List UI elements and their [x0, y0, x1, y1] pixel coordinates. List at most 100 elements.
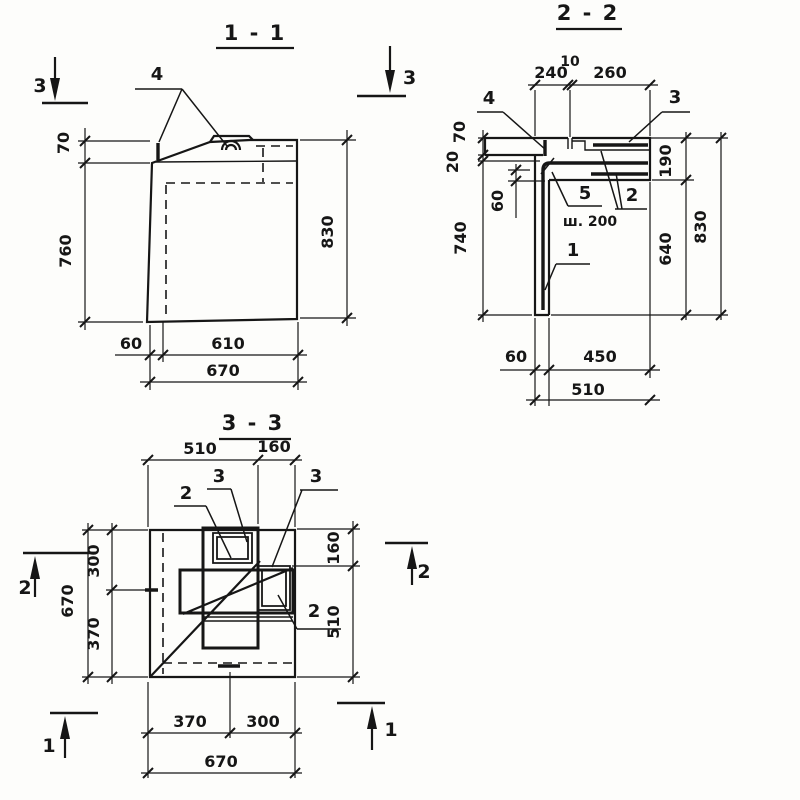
dim-label-510-right: 510 [324, 605, 343, 638]
callout-4: 4 [135, 64, 228, 147]
dimension-ticks [477, 79, 727, 406]
marker-arrowhead-icon [60, 716, 70, 739]
marker-arrowhead-icon [50, 78, 60, 101]
dim-label-510-top: 510 [183, 439, 216, 458]
callout-leader [207, 488, 248, 543]
dim-label-20: 20 [443, 151, 462, 173]
callout-number: 2 [626, 185, 639, 206]
section-marker-1-right: 1 [337, 701, 398, 750]
callout-number: 3 [669, 87, 682, 108]
dim-label-160-right: 160 [324, 531, 343, 564]
extension-lines [78, 139, 356, 390]
rebar-spacing-note: ш. 200 [563, 214, 618, 230]
section-marker-2-right: 2 [385, 541, 431, 585]
section-marker-2-left: 2 [18, 551, 95, 599]
dim-label-760: 760 [56, 234, 75, 267]
dimension-lines [84, 128, 348, 383]
section-title: 2 - 2 [557, 1, 620, 25]
dim-label-10: 10 [560, 54, 580, 70]
callout-leader [271, 489, 338, 568]
dim-label-830: 830 [318, 215, 337, 248]
dim-label-60: 60 [120, 334, 142, 353]
marker-number: 2 [417, 561, 430, 583]
dimension-ticks [79, 134, 353, 388]
dim-label-370-bottom: 370 [173, 712, 206, 731]
slab-step-line [572, 140, 650, 151]
callout-number: 4 [483, 88, 496, 109]
callout-number: 3 [310, 466, 323, 487]
dim-label-70: 70 [450, 121, 469, 143]
extension-lines [82, 465, 360, 778]
hidden-lines [162, 533, 295, 674]
section-marker-3-right: 3 [357, 46, 416, 98]
dim-label-370-left: 370 [84, 617, 103, 650]
callout-2-right: 2 [277, 594, 341, 630]
callout-number: 1 [567, 240, 580, 261]
callout-5: 5 ш. 200 [551, 171, 618, 230]
dim-label-260: 260 [593, 63, 626, 82]
callout-number: 2 [308, 601, 321, 622]
callout-2-left: 2 [174, 483, 232, 559]
dimension-lines [87, 459, 354, 774]
section-title: 3 - 3 [222, 411, 285, 435]
dim-label-60-inner: 60 [488, 190, 507, 212]
dim-label-610: 610 [211, 334, 244, 353]
callout-number: 5 [579, 183, 592, 204]
vertical-pier-outline [201, 526, 260, 650]
base-plan-outline [148, 528, 297, 679]
extension-lines [478, 90, 728, 406]
dim-label-240: 240 [534, 63, 567, 82]
callout-3: 3 [628, 87, 690, 143]
dim-label-190: 190 [656, 144, 675, 177]
dim-label-60: 60 [505, 347, 527, 366]
marker-arrowhead-icon [385, 70, 395, 93]
shelf-outline [483, 136, 568, 157]
section-marker-1-left: 1 [42, 711, 98, 758]
callout-leader [135, 88, 228, 147]
dim-label-300-bottom: 300 [246, 712, 279, 731]
marker-number: 1 [384, 719, 397, 741]
dim-label-450: 450 [583, 347, 616, 366]
dim-label-70: 70 [54, 132, 73, 154]
panel-outline [145, 138, 299, 324]
section-title: 1 - 1 [224, 21, 287, 45]
rebar-horizontal-bars [591, 143, 648, 176]
callout-3-right: 3 [271, 466, 338, 568]
lifting-loop-plinth [209, 134, 254, 143]
callout-4: 4 [477, 88, 547, 151]
marker-number: 1 [42, 735, 55, 757]
dim-label-160-top: 160 [257, 437, 290, 456]
diagonal-lines [149, 560, 294, 678]
callout-leader [600, 150, 647, 210]
mesh-lines [203, 616, 293, 622]
axis-dash-marks [145, 588, 240, 668]
marker-number: 3 [403, 67, 416, 89]
callout-number: 4 [151, 64, 164, 85]
dim-label-830: 830 [691, 210, 710, 243]
joint-gap-lines [567, 138, 573, 149]
callout-number: 3 [213, 466, 226, 487]
section-marker-3-left: 3 [33, 57, 88, 105]
marker-number: 2 [18, 577, 31, 599]
lifting-loop-icon [220, 139, 242, 151]
dim-label-300: 300 [84, 544, 103, 577]
top-insert-double-rect [212, 532, 253, 564]
rebar-corner-stub [540, 157, 555, 175]
right-insert-double-rect [257, 565, 291, 611]
marker-arrowhead-icon [367, 706, 377, 729]
dim-label-670-left: 670 [58, 584, 77, 617]
slab-outline [549, 136, 652, 182]
section-1-1-view: 1 - 1 3 3 4 70 760 [33, 21, 416, 390]
section-3-3-view: 3 - 3 2 3 3 2 510 [18, 411, 431, 779]
hidden-lines [165, 145, 293, 318]
marker-arrowhead-icon [30, 556, 40, 579]
dimension-lines [482, 84, 722, 401]
wall-outline [533, 155, 551, 317]
callout-leader [544, 263, 590, 291]
dim-label-670-bottom: 670 [204, 752, 237, 771]
callout-leader [628, 111, 690, 143]
callout-leader [277, 594, 341, 630]
section-2-2-view: 2 - 2 4 3 5 ш. 200 2 1 [443, 1, 728, 406]
